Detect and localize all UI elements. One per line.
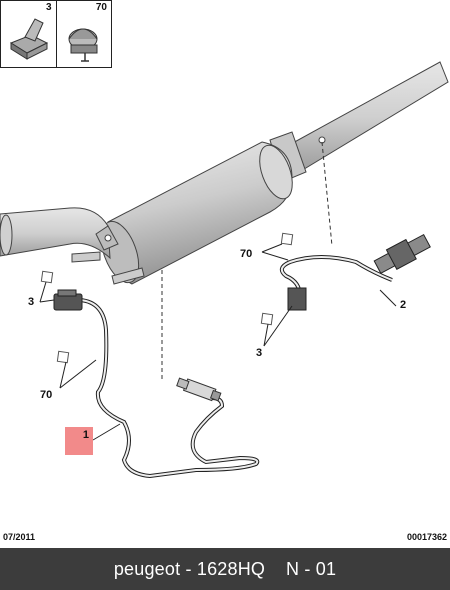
oxygen-sensor-1 xyxy=(53,289,260,479)
caption-brand: peugeot xyxy=(113,558,181,579)
caption-gap xyxy=(265,559,286,580)
callout-clip-70-right: 70 xyxy=(240,248,253,260)
connector-clip-icon xyxy=(9,18,49,60)
legend-number: 70 xyxy=(95,2,107,13)
cable-tie-clip-icon xyxy=(68,28,97,62)
callout-clip-3-left: 3 xyxy=(28,296,35,308)
caption-revision: N - 01 xyxy=(285,558,337,579)
callout-clip-3-right: 3 xyxy=(256,347,263,359)
callout-part-1: 1 xyxy=(82,429,89,441)
exploded-diagram xyxy=(0,61,449,479)
callout-part-2: 2 xyxy=(400,299,407,311)
leader-lines xyxy=(161,141,333,380)
exhaust-pipe xyxy=(269,61,449,183)
part-1-highlight: 1 xyxy=(65,427,93,455)
particulate-filter xyxy=(100,141,293,285)
exhaust-sensor-2 xyxy=(279,233,431,311)
callout-leaders xyxy=(39,243,397,441)
caption-bar: peugeot - 1628HQ N - 01 xyxy=(0,548,450,590)
legend-cell-connector: 3 xyxy=(1,1,56,67)
callout-clip-70-left: 70 xyxy=(40,389,53,401)
caption-part-number: 1628HQ xyxy=(196,558,266,579)
inlet-pipe xyxy=(0,207,111,260)
legend-number: 3 xyxy=(45,2,52,13)
diagram-code: 00017362 xyxy=(406,532,447,542)
legend-cell-cable-tie: 70 xyxy=(55,1,112,67)
clip-markers xyxy=(40,232,294,364)
diagram-date: 07/2011 xyxy=(3,532,36,542)
legend-box: 3 70 xyxy=(0,0,112,68)
caption-separator: - xyxy=(180,558,197,579)
